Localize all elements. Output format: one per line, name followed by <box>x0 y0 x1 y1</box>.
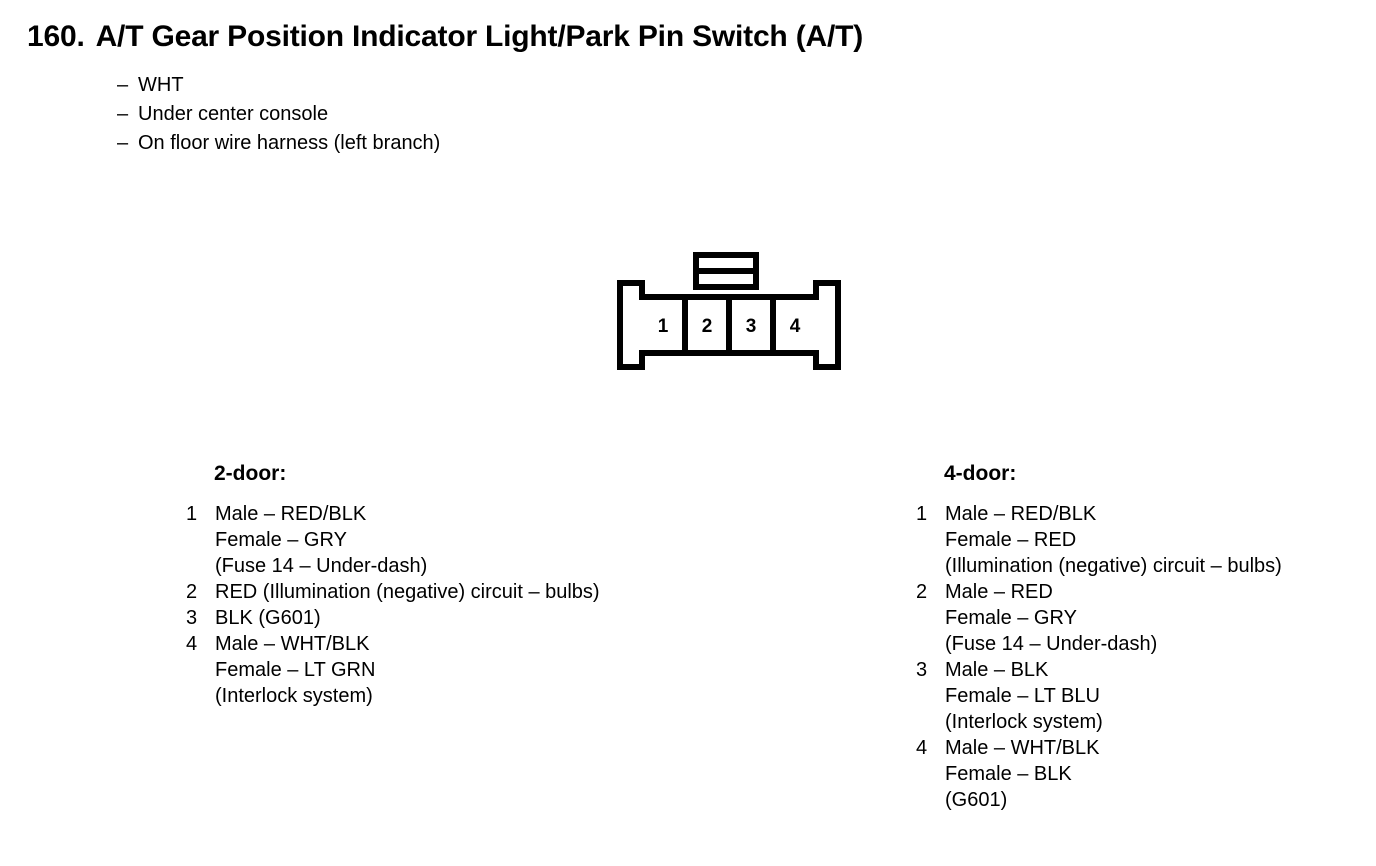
pin-entry-lines: Male – RED/BLK Female – GRY (Fuse 14 – U… <box>215 501 826 579</box>
pin-list-2-door: 1 Male – RED/BLK Female – GRY (Fuse 14 –… <box>186 501 826 709</box>
pin-entry-line: Male – BLK <box>945 659 1049 681</box>
page-header: 160. A/T Gear Position Indicator Light/Pa… <box>27 20 1347 54</box>
connector-attribute-text: Under center console <box>138 103 329 125</box>
pin-list-4-door: 1 Male – RED/BLK Female – RED (Illuminat… <box>916 501 1356 813</box>
pin-entry-line: RED (Illumination (negative) circuit – b… <box>215 581 600 603</box>
connector-shell <box>617 252 841 370</box>
pin-entry-lines: Male – RED Female – GRY (Fuse 14 – Under… <box>945 579 1356 657</box>
pin-entry-line: (G601) <box>945 789 1008 811</box>
pin-entry-line: Female – GRY <box>215 529 347 551</box>
dash-bullet-icon: – <box>117 132 129 154</box>
pin-entry-line: Male – RED/BLK <box>215 503 367 525</box>
pin-entry-index: 4 <box>186 633 198 655</box>
pin-entry-line: Female – GRY <box>945 607 1077 629</box>
pin-number-4: 4 <box>790 316 801 337</box>
pin-entry-line: Male – RED <box>945 581 1053 603</box>
pin-entry-line: Female – RED <box>945 529 1077 551</box>
pin-entry: 2 RED (Illumination (negative) circuit –… <box>186 579 826 605</box>
pin-entry: 3 BLK (G601) <box>186 605 826 631</box>
pin-entry: 2 Male – RED Female – GRY (Fuse 14 – Und… <box>916 579 1356 657</box>
pin-number-2: 2 <box>702 316 713 337</box>
pin-entry-index: 1 <box>916 503 928 525</box>
pin-number-labels: 1 2 3 4 <box>658 316 801 337</box>
column-heading-2-door: 2-door: <box>214 462 287 485</box>
pin-entry-index: 4 <box>916 737 928 759</box>
page-title: 160. A/T Gear Position Indicator Light/Pa… <box>27 20 1347 54</box>
connector-attribute-harness: –On floor wire harness (left branch) <box>117 129 440 158</box>
pin-entry: 1 Male – RED/BLK Female – GRY (Fuse 14 –… <box>186 501 826 579</box>
pin-entry-line: Female – LT BLU <box>945 685 1100 707</box>
page-title-text: A/T Gear Position Indicator Light/Park P… <box>95 20 864 53</box>
connector-diagram-svg: 1 2 3 4 <box>617 252 841 370</box>
dash-bullet-icon: – <box>117 74 129 96</box>
pin-assignments-4-door: 4-door: 1 Male – RED/BLK Female – RED (I… <box>916 461 1356 813</box>
pin-number-1: 1 <box>658 316 669 337</box>
pin-entry-index: 2 <box>916 581 928 603</box>
pin-entry-line: Male – RED/BLK <box>945 503 1097 525</box>
pin-entry-index: 2 <box>186 581 198 603</box>
pin-number-3: 3 <box>746 316 757 337</box>
pin-entry-line: (Fuse 14 – Under-dash) <box>945 633 1158 655</box>
dash-bullet-icon: – <box>117 103 129 125</box>
pin-entry-lines: Male – WHT/BLK Female – LT GRN (Interloc… <box>215 631 826 709</box>
pin-entry: 3 Male – BLK Female – LT BLU (Interlock … <box>916 657 1356 735</box>
pin-entry-line: (Interlock system) <box>945 711 1103 733</box>
pin-entry-line: (Fuse 14 – Under-dash) <box>215 555 428 577</box>
pin-entry-line: BLK (G601) <box>215 607 321 629</box>
connector-attribute-location: –Under center console <box>117 100 440 129</box>
page-title-number: 160. <box>27 20 85 53</box>
pin-entry-line: Male – WHT/BLK <box>215 633 370 655</box>
pin-entry-lines: Male – BLK Female – LT BLU (Interlock sy… <box>945 657 1356 735</box>
pin-entry: 4 Male – WHT/BLK Female – LT GRN (Interl… <box>186 631 826 709</box>
pin-assignments-2-door: 2-door: 1 Male – RED/BLK Female – GRY (F… <box>186 461 826 709</box>
pin-entry-line: Female – LT GRN <box>215 659 376 681</box>
connector-attributes-list: –WHT –Under center console –On floor wir… <box>117 71 440 158</box>
connector-diagram: 1 2 3 4 <box>604 243 854 383</box>
pin-entry-lines: BLK (G601) <box>215 605 826 631</box>
pin-entry-line: Female – BLK <box>945 763 1072 785</box>
pin-entry-index: 3 <box>186 607 198 629</box>
column-heading-4-door: 4-door: <box>944 462 1017 485</box>
pin-entry-line: (Interlock system) <box>215 685 373 707</box>
pin-entry: 1 Male – RED/BLK Female – RED (Illuminat… <box>916 501 1356 579</box>
connector-attribute-text: WHT <box>138 74 184 96</box>
pin-entry-lines: RED (Illumination (negative) circuit – b… <box>215 579 826 605</box>
pin-entry-index: 1 <box>186 503 198 525</box>
pin-entry-line: (Illumination (negative) circuit – bulbs… <box>945 555 1282 577</box>
pin-entry-index: 3 <box>916 659 928 681</box>
connector-attribute-text: On floor wire harness (left branch) <box>138 132 441 154</box>
pin-entry-lines: Male – RED/BLK Female – RED (Illuminatio… <box>945 501 1356 579</box>
pin-entry-line: Male – WHT/BLK <box>945 737 1100 759</box>
pin-entry: 4 Male – WHT/BLK Female – BLK (G601) <box>916 735 1356 813</box>
pin-entry-lines: Male – WHT/BLK Female – BLK (G601) <box>945 735 1356 813</box>
connector-attribute-wire-color: –WHT <box>117 71 440 100</box>
